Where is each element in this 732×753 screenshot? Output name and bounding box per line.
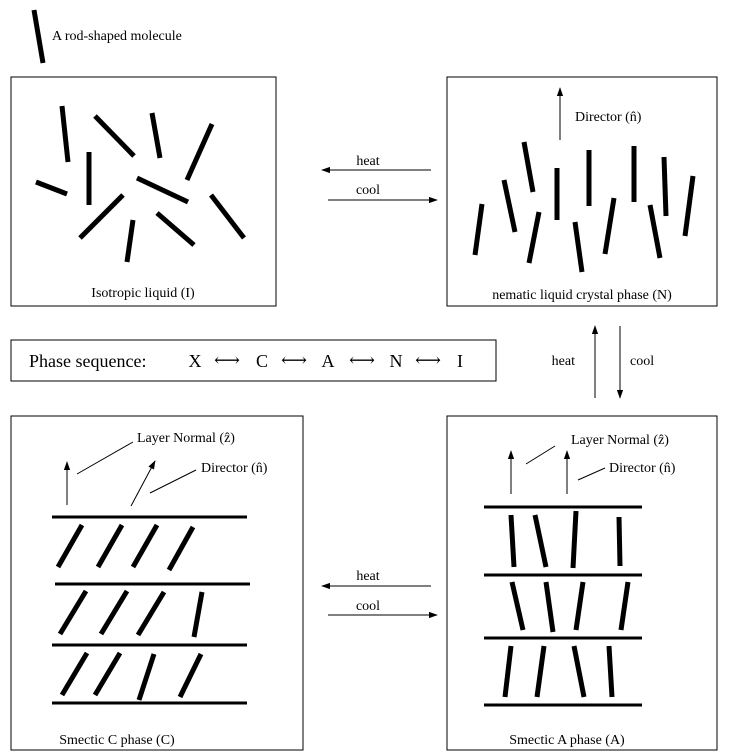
smectic-a-layer-normal-label: Layer Normal (ẑ) <box>571 433 669 448</box>
cool-label-top: cool <box>356 183 380 198</box>
bidirectional-arrow-icon: ⟷ <box>349 350 375 370</box>
smectic-a-layer-normal-leader <box>525 445 556 465</box>
phase-seq-item: C <box>256 351 268 371</box>
smectic-a-layers <box>484 505 642 707</box>
heat-label-right: heat <box>552 354 575 369</box>
smectic-a-rods <box>502 510 631 698</box>
heat-label-top: heat <box>356 154 379 169</box>
smectic-c-layer-normal-leader <box>76 441 134 475</box>
legend-label: A rod-shaped molecule <box>52 29 182 44</box>
bidirectional-arrow-icon: ⟷ <box>214 350 240 370</box>
heat-label-bottom: heat <box>356 569 379 584</box>
bidirectional-arrow-icon: ⟷ <box>281 350 307 370</box>
smectic-c-layers <box>52 515 250 705</box>
smectic-a-panel <box>446 415 718 751</box>
smectic-c-layer-normal-label: Layer Normal (ẑ) <box>137 431 235 446</box>
smectic-c-director-leader <box>149 469 197 494</box>
smectic-c-panel <box>10 415 304 751</box>
bidirectional-arrow-icon: ⟷ <box>415 350 441 370</box>
phase-seq-item: I <box>457 351 463 371</box>
phase-sequence-label: Phase sequence: <box>29 351 146 371</box>
smectic-c-director-arrow <box>130 460 156 507</box>
smectic-c-rods <box>55 523 205 701</box>
phase-seq-item: N <box>390 351 403 371</box>
legend-rod-icon <box>31 9 46 64</box>
nematic-panel <box>446 76 718 307</box>
isotropic-panel <box>10 76 277 307</box>
phase-seq-item: A <box>322 351 335 371</box>
smectic-a-label: Smectic A phase (A) <box>509 733 625 748</box>
smectic-c-label: Smectic C phase (C) <box>59 733 175 748</box>
isotropic-rods <box>35 105 246 263</box>
smectic-a-director-leader <box>577 467 606 481</box>
nematic-rods <box>472 141 696 273</box>
phase-sequence-chain: X ⟷ C ⟷ A ⟷ N ⟷ I <box>189 350 464 371</box>
smectic-a-director-label: Director (n̂) <box>609 461 676 476</box>
phase-sequence-box <box>10 339 497 382</box>
cool-label-bottom: cool <box>356 599 380 614</box>
smectic-c-director-label: Director (n̂) <box>201 461 268 476</box>
phase-seq-item: X <box>189 351 202 371</box>
cool-label-right: cool <box>630 354 654 369</box>
nematic-director-label: Director (n̂) <box>575 110 642 125</box>
nematic-label: nematic liquid crystal phase (N) <box>492 288 672 303</box>
isotropic-label: Isotropic liquid (I) <box>91 286 195 301</box>
